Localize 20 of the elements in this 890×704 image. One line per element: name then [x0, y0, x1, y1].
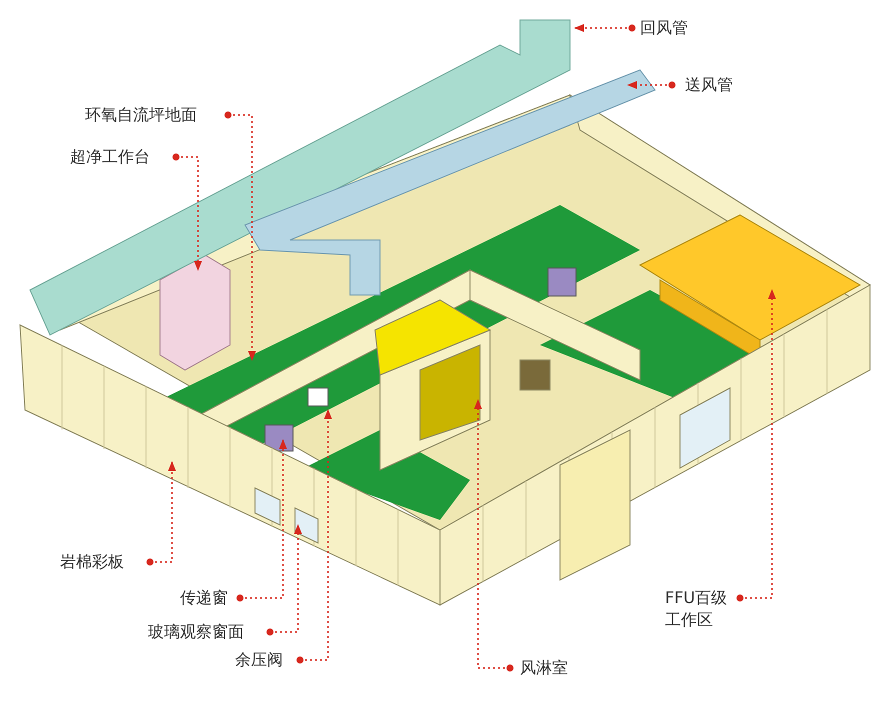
callout-label: 超净工作台 [70, 146, 150, 168]
callout-label: 环氧自流坪地面 [85, 104, 197, 126]
leader-line [224, 112, 256, 361]
leader-line [574, 24, 636, 32]
leader-line [266, 524, 302, 636]
leader-line [296, 409, 332, 664]
callout-label: 岩棉彩板 [60, 551, 124, 573]
callout-label: 传递窗 [180, 587, 228, 609]
leader-line [236, 439, 287, 602]
leader-line [474, 399, 514, 672]
leader-line [146, 461, 176, 566]
leader-line [736, 289, 776, 602]
callout-label: 余压阀 [235, 649, 283, 671]
callout-label: 回风管 [640, 17, 688, 39]
callout-label: FFU百级工作区 [665, 587, 731, 631]
leader-line [627, 81, 676, 89]
callout-label: 风淋室 [520, 657, 568, 679]
callout-label: 玻璃观察窗面 [148, 621, 244, 643]
leader-line [172, 154, 202, 271]
callout-label: 送风管 [685, 74, 733, 96]
